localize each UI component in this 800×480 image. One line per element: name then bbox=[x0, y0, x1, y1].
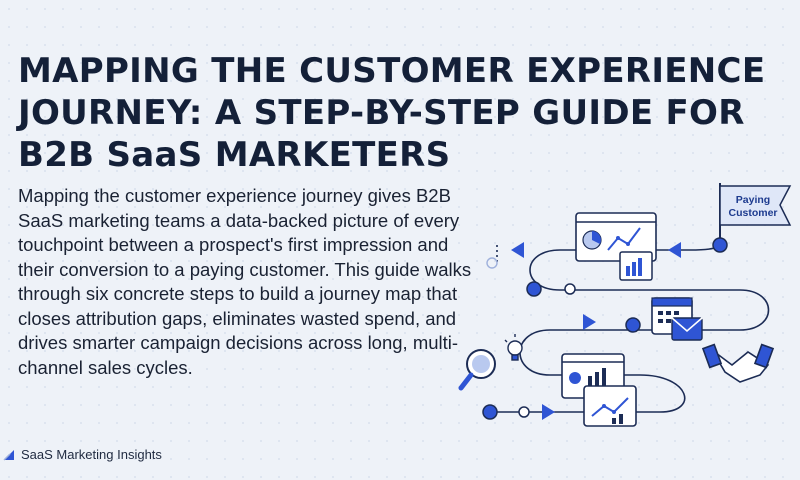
line-chart-icon bbox=[583, 385, 637, 427]
handshake-icon bbox=[701, 343, 775, 383]
journey-node bbox=[482, 404, 498, 420]
arrowhead-right-icon bbox=[542, 404, 555, 420]
arrowhead-right-icon bbox=[583, 314, 596, 330]
bar-chart-icon bbox=[619, 251, 653, 281]
brand-name: SaaS Marketing Insights bbox=[21, 447, 162, 462]
journey-node bbox=[518, 406, 530, 418]
flag-icon bbox=[712, 183, 792, 253]
lightbulb-icon bbox=[504, 334, 526, 361]
journey-node bbox=[564, 283, 576, 295]
journey-node bbox=[526, 281, 542, 297]
page-title: MAPPING THE CUSTOMER EXPERIENCE JOURNEY:… bbox=[18, 51, 766, 175]
intro-paragraph: Mapping the customer experience journey … bbox=[18, 185, 472, 378]
flag-label: Paying Customer bbox=[728, 194, 778, 219]
journey-path bbox=[490, 242, 770, 413]
dashboard-icon bbox=[575, 212, 657, 262]
magnifier-icon bbox=[458, 349, 496, 391]
arrowhead-left-icon bbox=[511, 242, 524, 258]
envelope-icon bbox=[671, 317, 703, 341]
journey-node bbox=[625, 317, 641, 333]
faint-dot-icon bbox=[486, 257, 498, 269]
footer-brand: SaaS Marketing Insights bbox=[2, 447, 162, 462]
journey-illustration bbox=[458, 183, 792, 427]
arrowhead-left-icon bbox=[668, 242, 681, 258]
brand-logo-icon bbox=[2, 448, 16, 462]
